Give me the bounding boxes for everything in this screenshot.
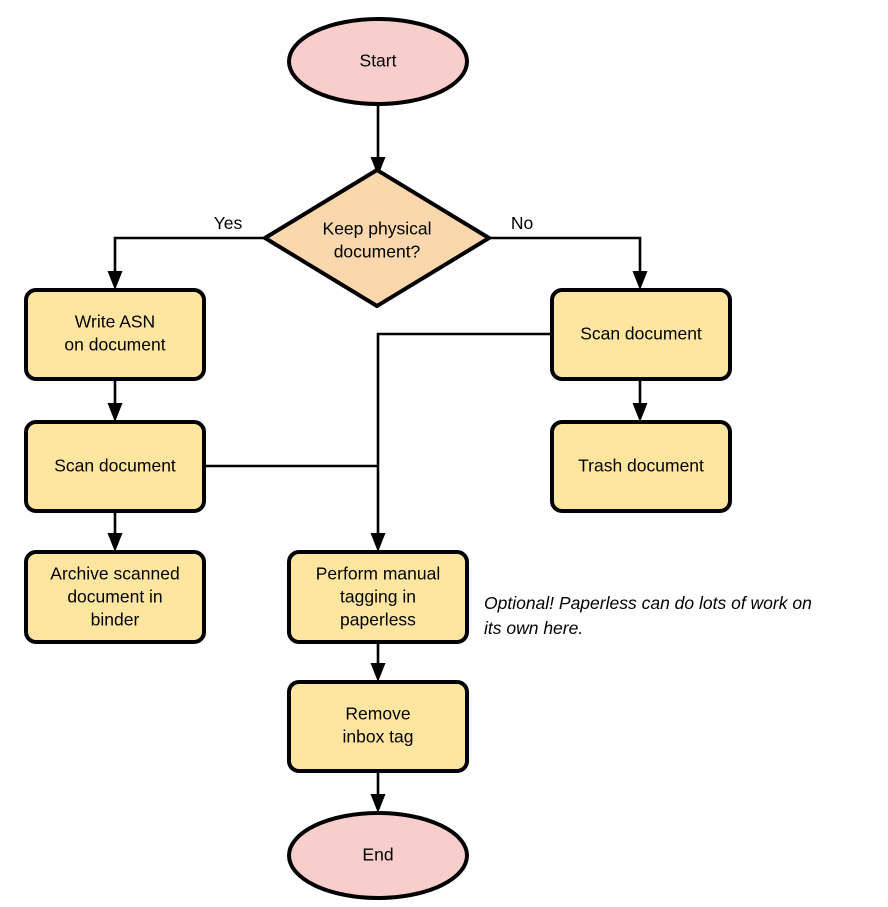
start-ellipse[interactable] [287,17,469,106]
edge-decision-to-scan-right [489,236,648,290]
edge-label-yes: Yes [214,213,243,233]
trash-document-box[interactable] [550,420,732,513]
start-label: Start [360,51,397,71]
archive-binder-label-line2: document in [67,587,162,607]
scan-document-left-label: Scan document [54,456,176,476]
edge-manual-tagging-to-remove-inbox [370,642,386,682]
scan-document-right-label: Scan document [580,324,702,344]
decision-label-line1: Keep physical [323,219,432,239]
edge-scan-right-to-trash [632,379,648,422]
node-end[interactable]: End [287,811,469,900]
node-start[interactable]: Start [287,17,469,106]
decision-label-line2: document? [334,242,421,262]
end-ellipse[interactable] [287,811,469,900]
node-scan-document-right[interactable]: Scan document [550,288,732,381]
archive-binder-label-line3: binder [91,610,140,630]
node-remove-inbox-tag[interactable]: Remove inbox tag [287,680,469,773]
archive-binder-box[interactable] [24,550,206,644]
connector-layer [107,104,648,813]
node-scan-document-left[interactable]: Scan document [24,420,206,513]
trash-document-label: Trash document [578,456,704,476]
manual-tagging-label-line2: tagging in [340,587,416,607]
node-manual-tagging[interactable]: Perform manual tagging in paperless [287,550,469,644]
manual-tagging-label-line3: paperless [340,610,416,630]
edge-label-no: No [511,213,533,233]
manual-tagging-label-line1: Perform manual [316,564,441,584]
optional-note-line1: Optional! Paperless can do lots of work … [484,593,812,613]
edge-scan-right-to-manual-tagging [370,332,552,552]
node-archive-binder[interactable]: Archive scanned document in binder [24,550,206,644]
archive-binder-label-line1: Archive scanned [50,564,179,584]
write-asn-label-line1: Write ASN [75,312,155,332]
edge-scan-left-to-archive [107,511,123,552]
edge-decision-to-write-asn [107,236,265,290]
node-trash-document[interactable]: Trash document [550,420,732,513]
optional-note-line2: its own here. [484,618,583,638]
node-write-asn[interactable]: Write ASN on document [24,288,206,381]
edge-start-to-decision [370,104,386,176]
scan-document-right-box[interactable] [550,288,732,381]
remove-inbox-tag-label-line2: inbox tag [342,727,413,747]
write-asn-label-line2: on document [64,335,165,355]
scan-document-left-box[interactable] [24,420,206,513]
optional-note: Optional! Paperless can do lots of work … [484,593,812,638]
write-asn-box[interactable] [24,288,206,381]
decision-diamond[interactable] [263,168,491,308]
edge-write-asn-to-scan-left [107,379,123,422]
remove-inbox-tag-box[interactable] [287,680,469,773]
end-label: End [362,845,393,865]
edge-remove-inbox-to-end [370,771,386,813]
node-keep-physical-document[interactable]: Keep physical document? [263,168,491,308]
manual-tagging-box[interactable] [287,550,469,644]
remove-inbox-tag-label-line1: Remove [345,704,410,724]
